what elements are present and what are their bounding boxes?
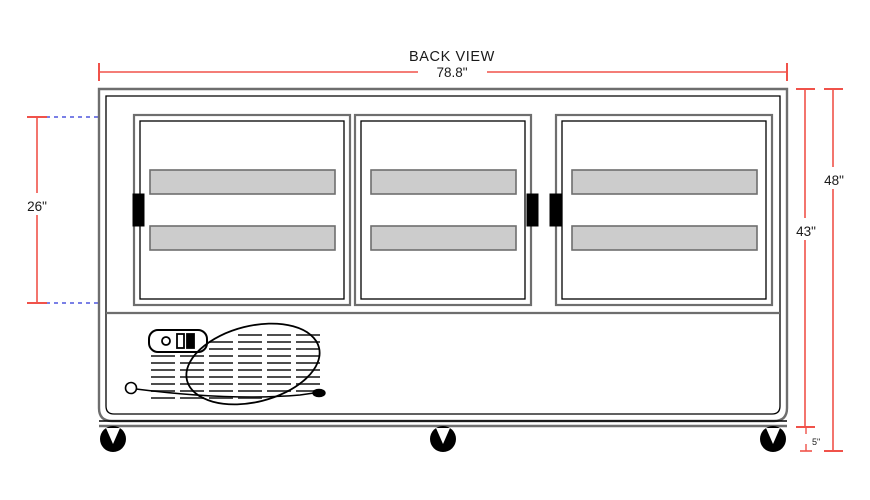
door-shelf-upper: [149, 169, 336, 195]
dimension-width-overall: 78.8": [98, 63, 788, 81]
door-inner-frame: [139, 120, 345, 300]
door-handle[interactable]: [526, 193, 539, 227]
dimension-height-overall: 48": [824, 88, 844, 452]
door-right[interactable]: [549, 113, 774, 307]
dimension-label-width: 78.8": [436, 65, 467, 80]
caster-right: [760, 426, 786, 452]
cord-wire: [135, 388, 315, 398]
cabinet-inner-shell: [105, 95, 781, 415]
compressor-area: [124, 322, 326, 406]
cord-plug-icon: [312, 388, 326, 398]
door-handle[interactable]: [549, 193, 562, 227]
dimension-label-height-interior: 26": [27, 199, 47, 214]
caster-center: [430, 426, 456, 452]
door-shelf-lower: [149, 225, 336, 251]
caster-notch: [766, 428, 780, 444]
door-shelf-lower: [370, 225, 517, 251]
caster-left: [100, 426, 126, 452]
dimension-label-height-cabinet: 43": [796, 224, 816, 239]
door-left[interactable]: [132, 113, 352, 307]
dimension-height-cabinet: 43": [796, 88, 816, 428]
door-center[interactable]: [353, 113, 539, 307]
drawing-title: BACK VIEW: [409, 49, 495, 65]
power-cord: [124, 381, 326, 398]
dimension-caster-height: 5": [800, 426, 820, 452]
thermostat-dial-icon[interactable]: [161, 336, 171, 346]
control-panel[interactable]: [148, 329, 208, 353]
caster-notch: [106, 428, 120, 444]
door-shelf-upper: [571, 169, 758, 195]
ventilation-grille: [151, 333, 320, 400]
switch-icon-1[interactable]: [176, 333, 185, 349]
dimension-height-interior: 26": [27, 116, 135, 304]
caster-notch: [436, 428, 450, 444]
door-inner-frame: [360, 120, 526, 300]
door-shelf-upper: [370, 169, 517, 195]
dimension-label-height-overall: 48": [824, 173, 844, 188]
door-inner-frame: [561, 120, 767, 300]
cord-terminal-ring: [124, 381, 138, 395]
door-handle[interactable]: [132, 193, 145, 227]
switch-icon-2[interactable]: [186, 333, 195, 349]
condenser-coil-outline: [185, 322, 321, 406]
door-shelf-lower: [571, 225, 758, 251]
dimension-label-caster-height: 5": [812, 437, 820, 447]
